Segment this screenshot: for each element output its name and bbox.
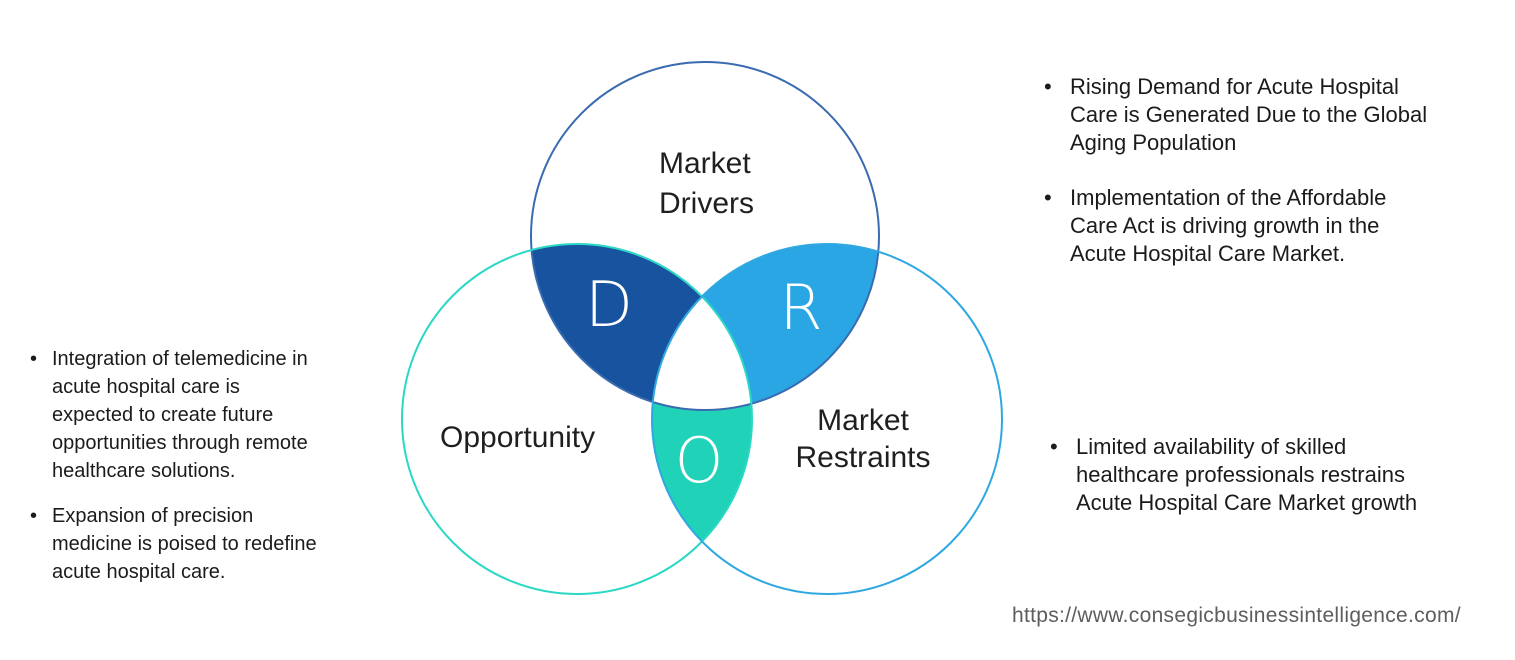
drivers-circle-outline	[530, 61, 880, 411]
bullet-icon: •	[30, 505, 38, 527]
note-text: Limited availability of skilled healthca…	[1076, 434, 1418, 515]
list-item: • Implementation of the Affordable Care …	[1044, 184, 1484, 268]
restraints-circle-outline	[651, 243, 1003, 595]
list-item: • Rising Demand for Acute Hospital Care …	[1044, 73, 1484, 157]
note-text: Integration of telemedicine in acute hos…	[52, 348, 308, 482]
source-url-link[interactable]: https://www.consegicbusinessintelligence…	[1012, 604, 1461, 627]
bullet-icon: •	[1050, 434, 1058, 459]
opportunity-letter: O	[674, 424, 724, 497]
driver-notes-list: • Rising Demand for Acute Hospital Care …	[1044, 73, 1484, 268]
bullet-icon: •	[30, 348, 38, 370]
venn-diagram	[400, 40, 1020, 600]
restraints-overlap-region	[652, 244, 879, 410]
restraint-notes-list: • Limited availability of skilled health…	[1050, 433, 1490, 517]
opportunity-notes-list: • Integration of telemedicine in acute h…	[30, 345, 400, 586]
venn-circles-svg	[401, 61, 1003, 595]
note-text: Implementation of the Affordable Care Ac…	[1070, 185, 1387, 266]
opportunity-circle-outline	[401, 243, 753, 595]
bullet-icon: •	[1044, 185, 1052, 210]
opportunity-label: Opportunity	[440, 421, 596, 454]
list-item: • Expansion of precision medicine is poi…	[30, 502, 400, 586]
note-text: Expansion of precision medicine is poise…	[52, 505, 317, 583]
list-item: • Integration of telemedicine in acute h…	[30, 345, 400, 485]
drivers-overlap-region	[531, 244, 752, 410]
restraints-letter: R	[779, 271, 823, 344]
note-text: Rising Demand for Acute Hospital Care is…	[1070, 74, 1428, 155]
list-item: • Limited availability of skilled health…	[1050, 433, 1490, 517]
market-restraints-label: Market Restraints	[795, 404, 931, 474]
drivers-letter: D	[585, 268, 633, 341]
bullet-icon: •	[1044, 74, 1052, 99]
market-drivers-label: Market Drivers	[659, 147, 754, 220]
